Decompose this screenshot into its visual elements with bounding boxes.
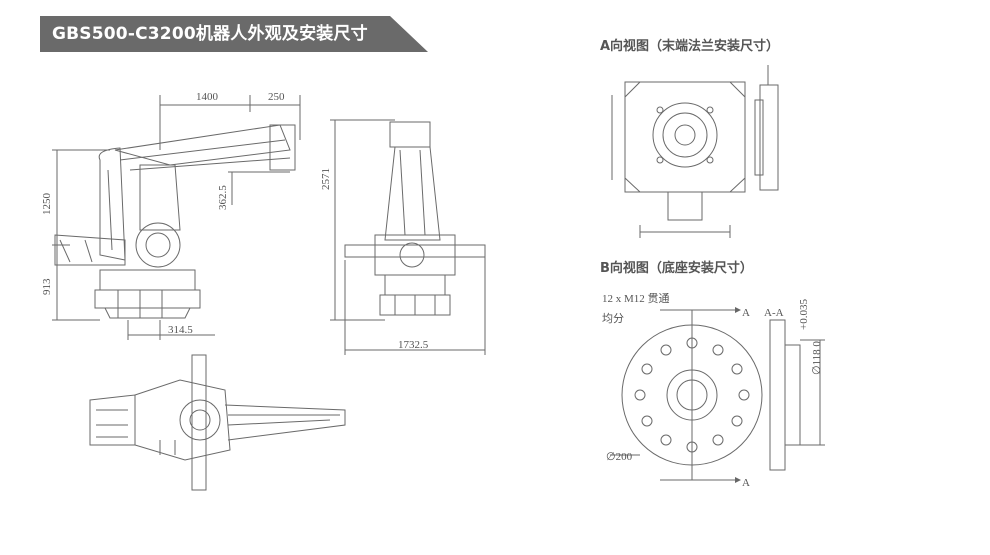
bolt-hole: [731, 415, 743, 427]
section-label: A-A: [764, 307, 784, 319]
bolt-hole: [731, 363, 743, 375]
bolt-hole: [641, 363, 653, 375]
dia200-label: ∅200: [606, 451, 633, 463]
bolt-hole: [738, 389, 750, 401]
view-b-title: B向视图（底座安装尺寸）: [600, 260, 753, 276]
bolt-hole: [660, 344, 672, 356]
title-banner-background: [40, 16, 428, 52]
bolt-hole: [660, 434, 672, 446]
dim-2571: 2571: [320, 168, 332, 190]
bolt-hole: [712, 434, 724, 446]
dia118-label: ∅118 0: [811, 341, 823, 375]
view-b-note-2: 均分: [602, 312, 624, 325]
arrow-label-a-bottom: A: [742, 477, 750, 489]
bolt-hole: [686, 441, 698, 453]
view-b-bolt-holes: [634, 337, 750, 453]
dim-913: 913: [41, 278, 53, 295]
bolt-hole: [712, 344, 724, 356]
view-a-drawing: [611, 65, 779, 238]
dim-1400: 1400: [196, 91, 219, 103]
side-view-drawing: [52, 95, 301, 340]
banner-title: GBS500-C3200机器人外观及安装尺寸: [52, 24, 368, 44]
dim-362-5: 362.5: [217, 185, 229, 210]
view-b-drawing: [610, 307, 825, 483]
view-a-title: A向视图（末端法兰安装尺寸）: [600, 38, 779, 54]
title-banner: GBS500-C3200机器人外观及安装尺寸: [40, 16, 428, 52]
arrow-label-a-top: A: [742, 307, 750, 319]
dim-1732-5: 1732.5: [398, 339, 429, 351]
tol-label: +0.035: [798, 299, 810, 330]
dim-314-5: 314.5: [168, 324, 193, 336]
front-view-drawing: [330, 119, 486, 355]
bolt-hole: [634, 389, 646, 401]
dim-1250: 1250: [41, 193, 53, 216]
dim-250: 250: [268, 91, 285, 103]
top-view-drawing: [89, 354, 346, 491]
view-b-note: 12 x M12 贯通: [602, 292, 670, 305]
bolt-hole: [641, 415, 653, 427]
bolt-hole: [686, 337, 698, 349]
